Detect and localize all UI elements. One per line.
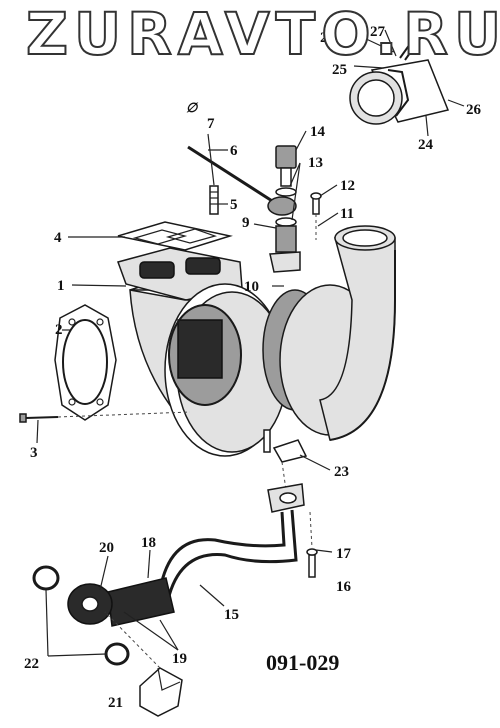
compressor-outlet-pipe <box>319 225 396 441</box>
callout-25: 25 <box>332 62 347 78</box>
callout-24: 24 <box>418 137 434 153</box>
callout-4: 4 <box>54 230 62 246</box>
callout-7: 7 <box>207 116 215 132</box>
banjo-fitting <box>269 145 301 273</box>
flange-gasket <box>54 304 117 421</box>
drawing-code-label: 091-029 <box>266 650 340 675</box>
callout-20: 20 <box>99 540 114 556</box>
pipe-coupling <box>349 29 450 125</box>
callout-3: 3 <box>30 445 38 461</box>
callout-14: 14 <box>310 124 326 140</box>
oil-feed-line: ∅ <box>186 100 297 216</box>
leader-lines <box>36 29 465 657</box>
callout-18: 18 <box>141 535 156 551</box>
bolt-3 <box>19 411 191 423</box>
callout-19: 19 <box>172 651 187 667</box>
stud-5 <box>209 185 219 215</box>
callout-5: 5 <box>230 197 238 213</box>
callout-22: 22 <box>24 656 39 672</box>
banjo-bolt-21 <box>104 611 183 717</box>
gasket-23 <box>263 429 308 491</box>
bolt-16 <box>306 511 318 578</box>
svg-text:∅: ∅ <box>186 100 199 115</box>
callout-10: 10 <box>244 279 259 295</box>
callout-27: 27 <box>370 24 386 40</box>
callout-11: 11 <box>340 206 354 222</box>
small-bolt <box>310 192 322 240</box>
callout-21: 21 <box>108 695 123 711</box>
callout-labels: 1 2 3 4 5 6 7 9 10 11 12 13 14 15 16 17 … <box>24 24 482 711</box>
callout-17: 17 <box>336 546 352 562</box>
callout-28: 28 <box>320 30 335 46</box>
turbine-housing <box>117 247 288 457</box>
callout-13: 13 <box>308 155 323 171</box>
oil-drain-pipe <box>158 483 305 601</box>
callout-1: 1 <box>57 278 65 294</box>
callout-23: 23 <box>334 464 349 480</box>
callout-26: 26 <box>466 102 482 118</box>
drain-fitting <box>67 577 175 627</box>
callout-6: 6 <box>230 143 238 159</box>
site-watermark: ZURAVTO.RU <box>25 0 500 69</box>
callout-2: 2 <box>55 322 63 338</box>
gasket-4 <box>117 221 233 251</box>
callout-9: 9 <box>242 215 250 231</box>
callout-12: 12 <box>340 178 355 194</box>
callout-15: 15 <box>224 607 239 623</box>
callout-16: 16 <box>336 579 352 595</box>
